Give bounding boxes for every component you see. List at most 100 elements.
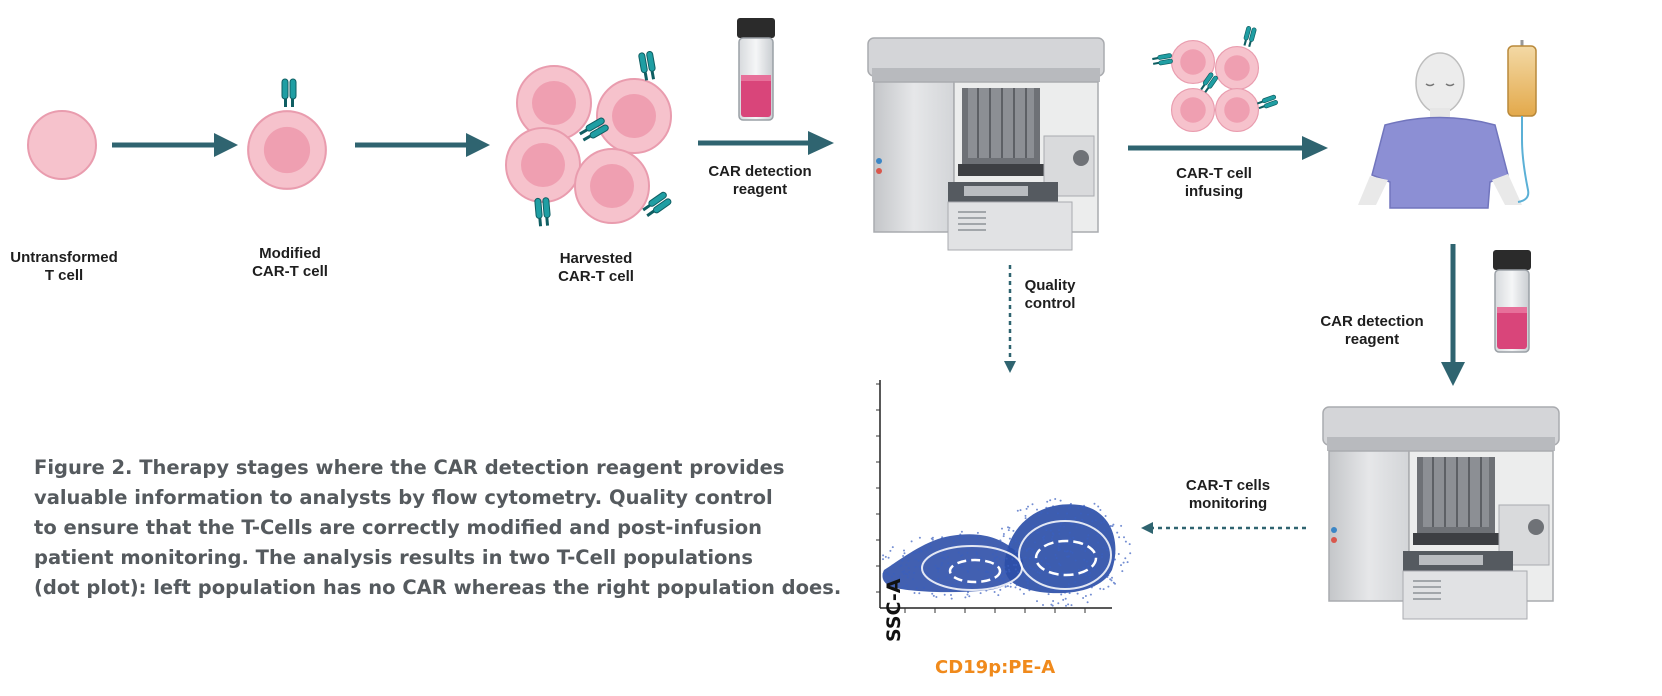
scatter-dot <box>1064 591 1066 594</box>
scatter-dot <box>918 565 921 568</box>
scatter-dot <box>1004 585 1007 588</box>
scatter-dot <box>997 594 1000 597</box>
scatter-dot <box>1011 541 1014 544</box>
scatter-dot <box>1064 518 1067 521</box>
scatter-dot <box>957 551 960 554</box>
scatter-dot <box>891 546 894 549</box>
y-ticks <box>876 383 880 593</box>
scatter-dot <box>1057 602 1060 605</box>
quality-control-dotted-arrow <box>1004 265 1016 373</box>
scatter-dot <box>1077 569 1080 572</box>
modified-car-t-cell <box>247 78 327 190</box>
scatter-dot <box>953 584 956 587</box>
scatter-dot <box>1068 592 1071 595</box>
scatter-dot <box>1065 604 1067 607</box>
scatter-dot <box>1116 531 1119 534</box>
scatter-dot <box>1052 505 1055 508</box>
scatter-dot <box>1057 543 1060 546</box>
scatter-dot <box>1028 547 1031 550</box>
scatter-dot <box>1058 562 1061 565</box>
scatter-dot <box>960 530 963 533</box>
scatter-dot <box>1014 586 1017 589</box>
population-no-car <box>882 534 1024 593</box>
scatter-dot <box>961 554 964 557</box>
scatter-dot <box>946 556 949 558</box>
scatter-dot <box>1056 512 1059 515</box>
scatter-dot <box>955 580 958 583</box>
scatter-dot <box>988 575 991 578</box>
scatter-dot <box>1000 577 1003 580</box>
scatter-dot <box>1063 525 1065 528</box>
scatter-dot <box>937 577 940 580</box>
scatter-dot <box>990 572 993 575</box>
arrow-1 <box>112 133 238 157</box>
scatter-dot <box>898 565 901 568</box>
reagent-vial-2 <box>1492 249 1532 353</box>
scatter-dot <box>977 568 980 571</box>
scatter-dot <box>1025 579 1028 582</box>
scatter-dot <box>994 579 997 582</box>
scatter-dot <box>925 571 928 574</box>
flow-cytometer-1 <box>867 37 1105 251</box>
scatter-dot <box>967 591 969 594</box>
scatter-dot <box>995 561 998 564</box>
scatter-dot <box>1015 584 1018 586</box>
scatter-dot <box>1014 537 1017 540</box>
scatter-dot <box>1106 549 1108 552</box>
scatter-dot <box>1042 538 1045 541</box>
scatter-dot <box>889 549 892 552</box>
scatter-dot <box>950 594 952 596</box>
scatter-dot <box>1009 585 1012 588</box>
scatter-dot <box>1114 582 1116 585</box>
untransformed-t-cell <box>27 110 97 180</box>
scatter-dot <box>934 564 937 567</box>
scatter-dot <box>1128 543 1131 546</box>
scatter-dot <box>1063 542 1066 545</box>
scatter-dot <box>967 546 969 549</box>
scatter-dot <box>979 592 982 595</box>
scatter-dot <box>1103 566 1106 569</box>
scatter-dot <box>1024 514 1027 517</box>
scatter-dot <box>1019 509 1022 512</box>
scatter-dot <box>1002 558 1005 561</box>
scatter-dot <box>967 559 970 562</box>
scatter-dot <box>1080 548 1083 551</box>
scatter-dot <box>999 539 1002 542</box>
scatter-dot <box>905 563 908 566</box>
scatter-dot <box>1111 538 1114 541</box>
scatter-dot <box>931 592 934 595</box>
scatter-dot <box>1080 505 1083 508</box>
scatter-dot <box>1045 562 1048 565</box>
scatter-dot <box>882 572 885 575</box>
patient-figure <box>1358 52 1522 209</box>
scatter-dot <box>997 579 1000 582</box>
scatter-dot <box>1067 555 1070 558</box>
scatter-dot <box>1016 548 1019 551</box>
scatter-dot <box>1082 566 1085 569</box>
scatter-dot <box>1086 601 1089 604</box>
scatter-dot <box>1107 574 1110 577</box>
scatter-dot <box>1067 583 1070 586</box>
scatter-dot <box>968 595 971 598</box>
scatter-dot <box>976 581 979 584</box>
scatter-dot <box>1070 523 1073 526</box>
y-axis-label: SSC-A <box>883 578 905 643</box>
scatter-dot <box>1109 525 1112 527</box>
scatter-dot <box>912 551 914 554</box>
scatter-dot <box>1001 573 1004 576</box>
scatter-dot <box>937 570 940 573</box>
scatter-dot <box>1049 499 1052 502</box>
scatter-dot <box>971 535 974 538</box>
scatter-dot <box>1061 572 1063 575</box>
scatter-dot <box>929 543 932 546</box>
scatter-dot <box>1107 585 1110 588</box>
scatter-dot <box>1032 556 1034 559</box>
arrow-3 <box>698 131 834 155</box>
scatter-dot <box>1069 506 1072 509</box>
scatter-dot <box>1068 543 1071 546</box>
scatter-dot <box>923 586 926 589</box>
scatter-dot <box>1040 511 1043 514</box>
